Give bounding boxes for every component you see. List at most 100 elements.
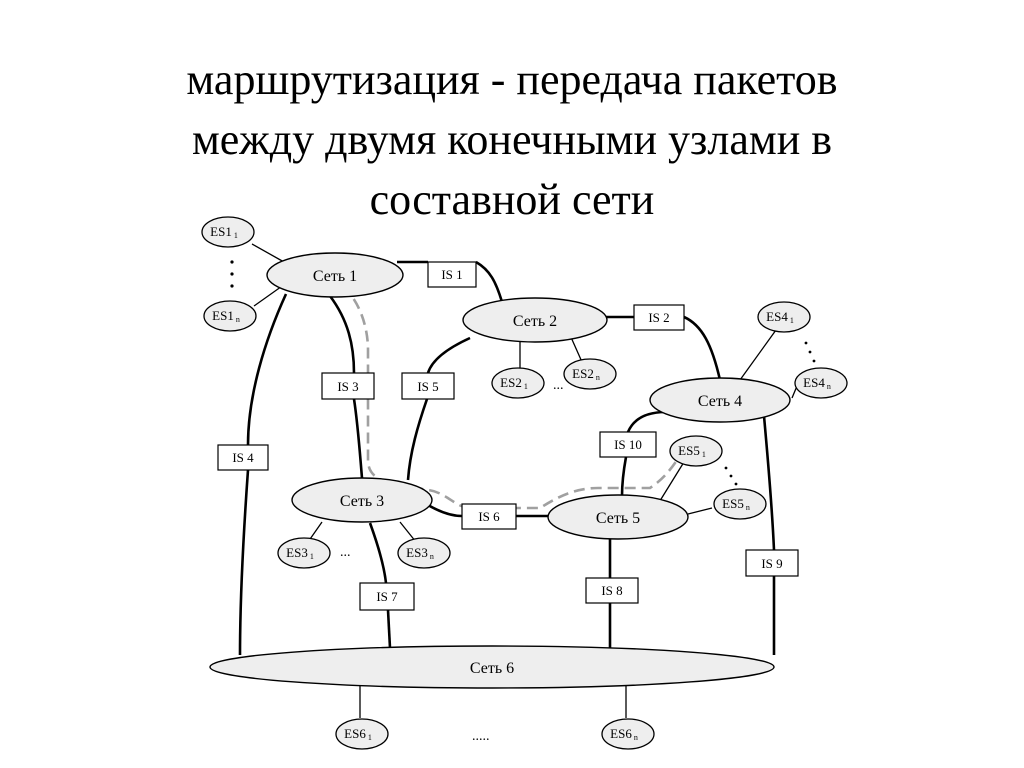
link-is7-net6 (386, 609, 392, 649)
diagonal-dots-es4 (804, 341, 816, 363)
link-es5-n (687, 507, 713, 515)
route-path (327, 276, 692, 510)
es4-n-name: ES4 (803, 375, 825, 390)
title-line-3: составной сети (369, 175, 655, 224)
link-net5-is10 (620, 456, 628, 497)
router-is4: IS 4 (217, 444, 269, 471)
is5-label: IS 5 (417, 379, 438, 394)
network-net5: Сеть 5 (547, 494, 689, 540)
router-is2: IS 2 (633, 304, 685, 331)
es4-1-name: ES4 (766, 309, 788, 324)
link-is10-net4 (626, 410, 667, 433)
is2-label: IS 2 (648, 310, 669, 325)
router-is9: IS 9 (745, 549, 799, 577)
es4-n-index: n (827, 382, 831, 391)
router-is10: IS 10 (599, 431, 657, 458)
ellipsis-es3: ... (340, 545, 351, 560)
es6-1-name: ES6 (344, 726, 366, 741)
network-net3: Сеть 3 (291, 477, 433, 523)
link-is5-net3 (406, 398, 429, 481)
link-net3-is7 (368, 522, 388, 584)
network-net4: Сеть 4 (649, 377, 791, 423)
link-net2-is5 (426, 336, 471, 374)
net4-label: Сеть 4 (698, 393, 742, 410)
is4-label: IS 4 (232, 450, 254, 465)
net5-label: Сеть 5 (596, 510, 640, 527)
end-system-links (251, 243, 798, 718)
link-is1-net2 (475, 260, 504, 303)
es3-n-index: n (430, 552, 434, 561)
link-es1-1 (251, 243, 285, 263)
link-is4-net6 (238, 469, 250, 656)
link-net3-is6 (427, 503, 463, 518)
link-is3-net3 (352, 398, 364, 479)
es3-1-index: 1 (310, 552, 314, 561)
es6-n-index: n (634, 733, 638, 742)
es1-1-index: 1 (234, 231, 238, 240)
es2-1-index: 1 (524, 382, 528, 391)
es2-1-name: ES2 (500, 375, 522, 390)
es5-n-index: n (746, 503, 750, 512)
network-net2: Сеть 2 (462, 297, 608, 343)
es2-n-index: n (596, 373, 600, 382)
is8-label: IS 8 (601, 583, 622, 598)
es1-1-name: ES1 (210, 224, 232, 239)
link-net1-is3 (328, 295, 356, 374)
net6-label: Сеть 6 (470, 660, 514, 677)
link-net1-is4 (246, 293, 288, 446)
title-line-1: маршрутизация - передача пакетов (186, 55, 838, 104)
slide-title: маршрутизация - передача пакетов между д… (0, 50, 1024, 230)
ellipsis-es6: ..... (472, 729, 490, 744)
es1-n-name: ES1 (212, 308, 234, 323)
es1-n-index: n (236, 315, 240, 324)
router-is6: IS 6 (461, 503, 517, 530)
net1-label: Сеть 1 (313, 268, 357, 285)
es6-1-index: 1 (368, 733, 372, 742)
net3-label: Сеть 3 (340, 493, 384, 510)
is10-label: IS 10 (614, 437, 642, 452)
es4-1-index: 1 (790, 316, 794, 325)
router-is8: IS 8 (585, 577, 639, 604)
is1-label: IS 1 (441, 267, 462, 282)
vertical-dots-es1 (230, 260, 234, 288)
router-is5: IS 5 (401, 372, 455, 400)
link-es4-1 (739, 329, 777, 381)
router-is7: IS 7 (359, 582, 415, 611)
network-net6: Сеть 6 (209, 645, 775, 689)
es5-n-name: ES5 (722, 496, 744, 511)
router-is1: IS 1 (427, 261, 477, 288)
link-is2-net4 (683, 315, 722, 381)
link-net4-is9 (762, 415, 776, 551)
router-is3: IS 3 (321, 372, 375, 400)
network-net1: Сеть 1 (266, 252, 404, 298)
is9-label: IS 9 (761, 556, 782, 571)
is7-label: IS 7 (376, 589, 398, 604)
is6-label: IS 6 (478, 509, 500, 524)
es6-n-name: ES6 (610, 726, 632, 741)
es3-n-name: ES3 (406, 545, 428, 560)
link-es5-1 (657, 461, 685, 505)
